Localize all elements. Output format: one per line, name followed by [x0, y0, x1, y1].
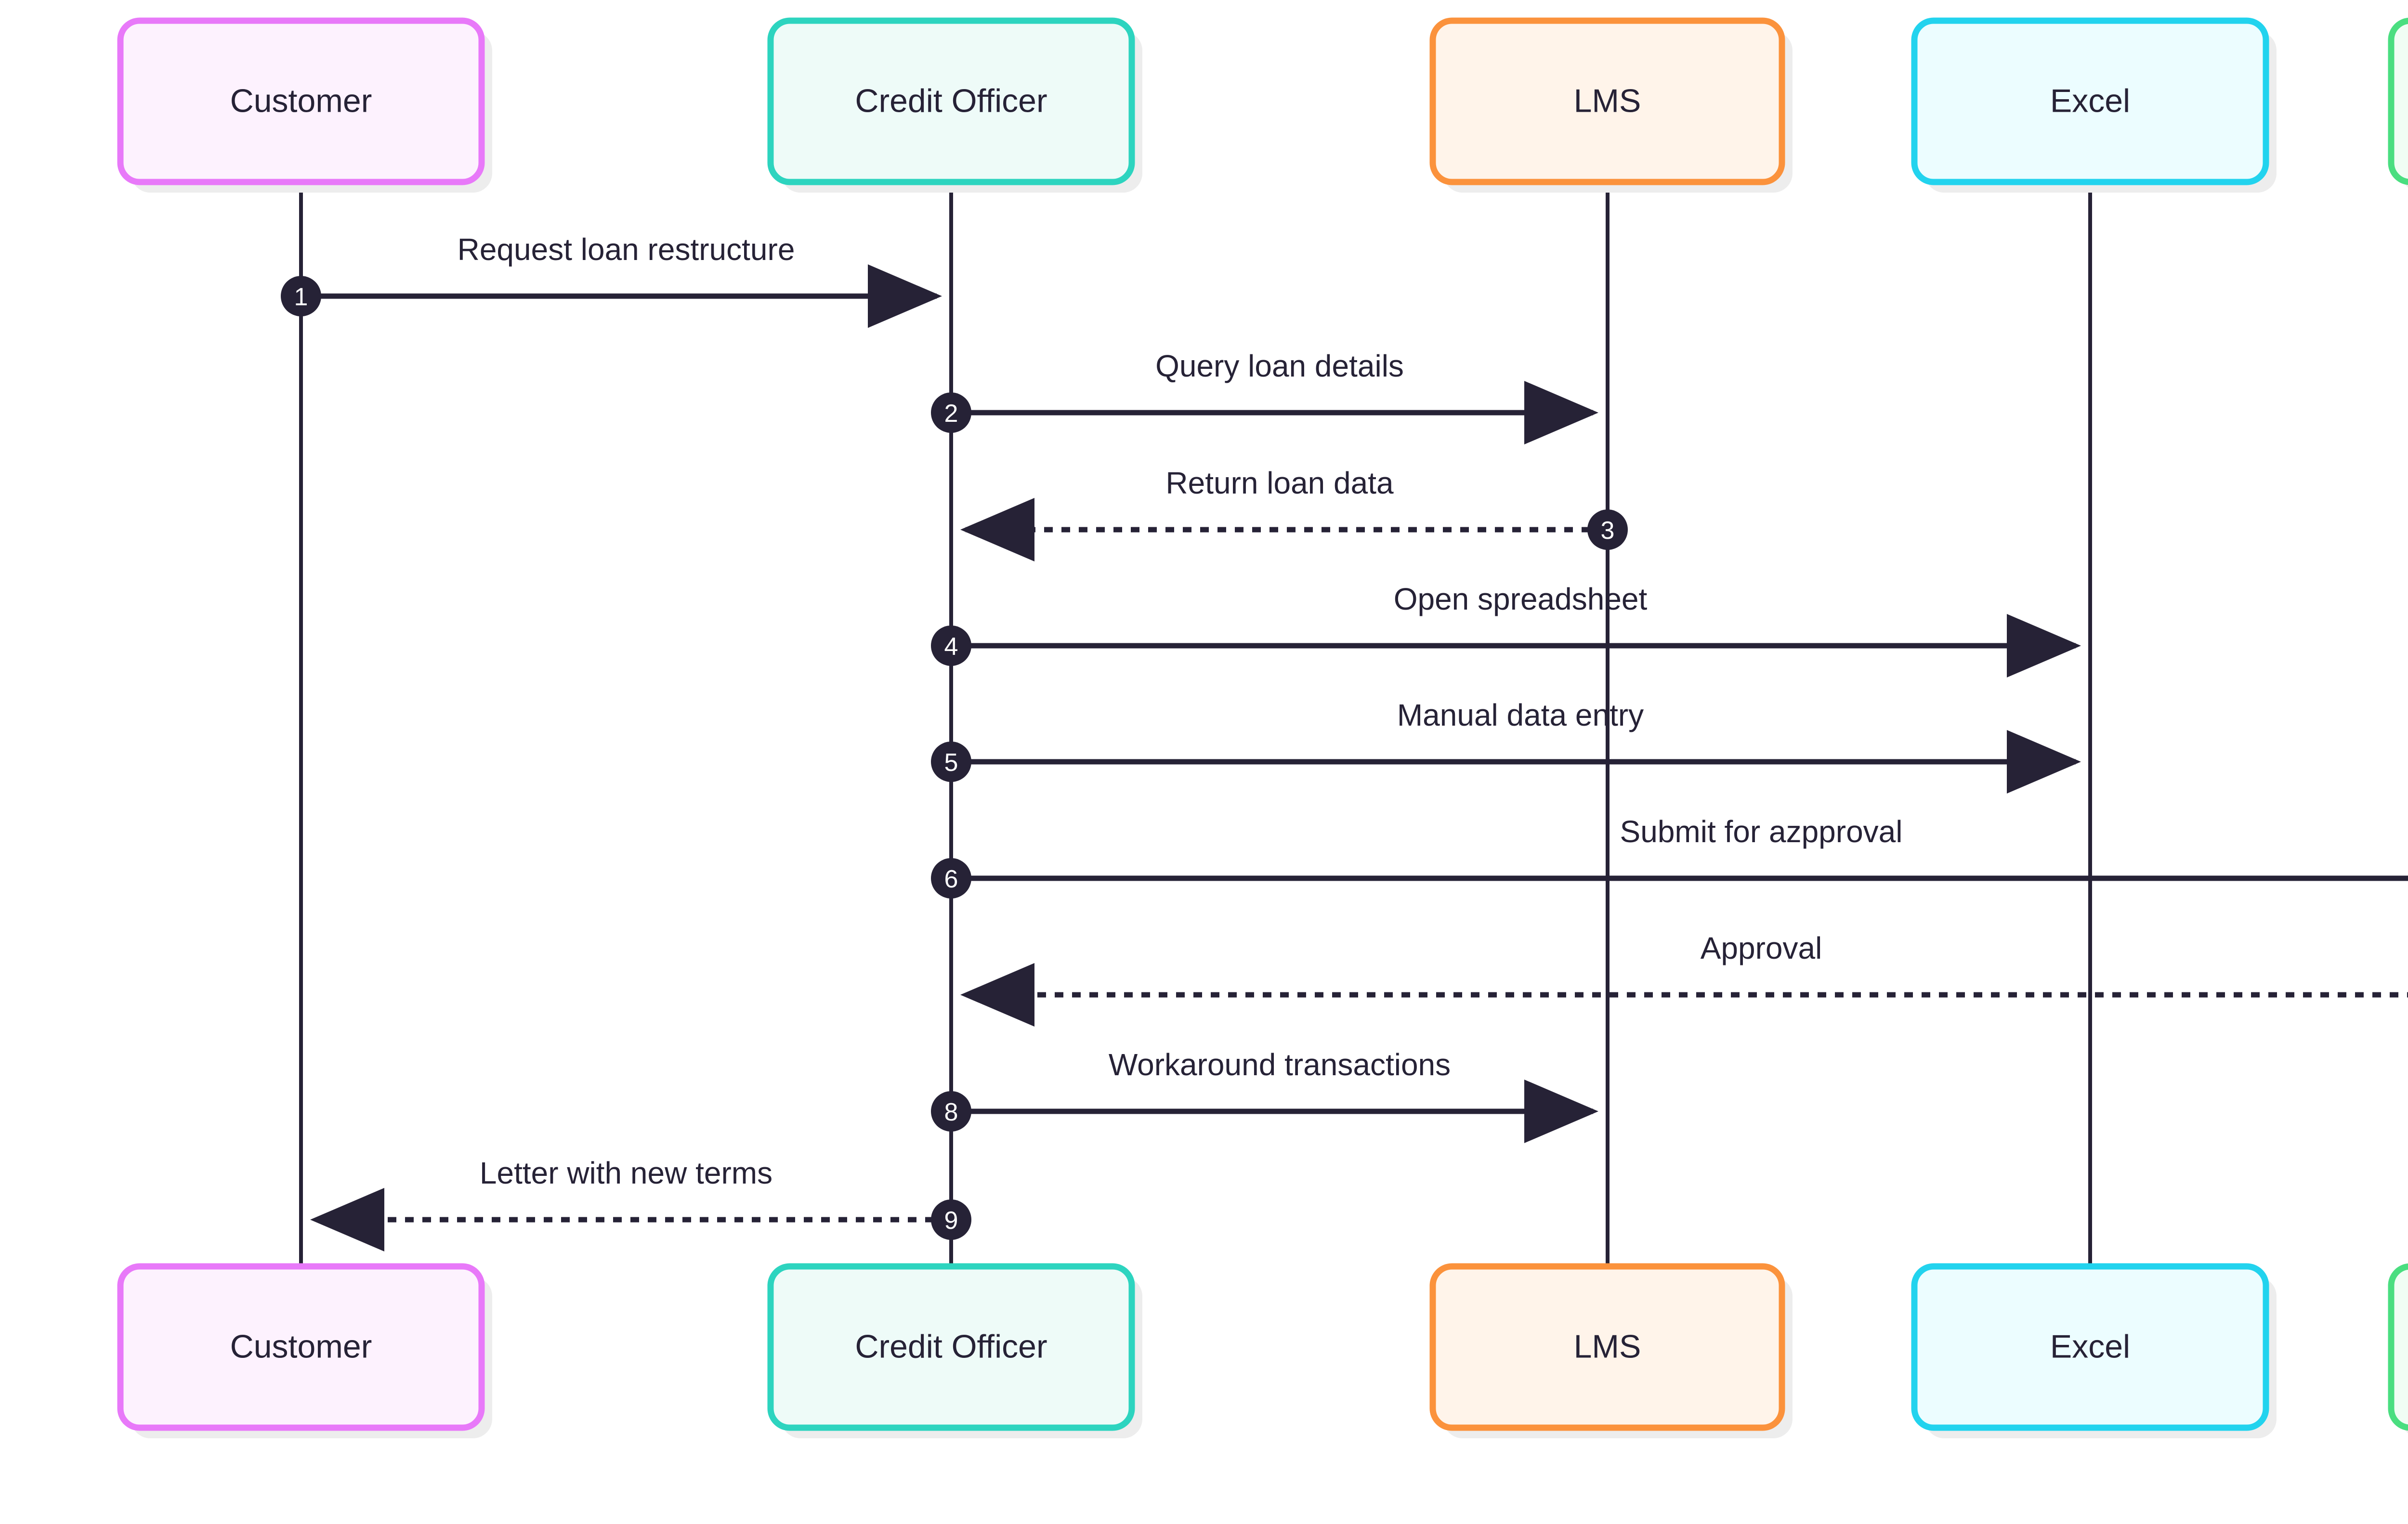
sequence-badge-6[interactable]	[931, 858, 971, 899]
message-9[interactable]: Letter with new terms 9	[310, 1156, 971, 1251]
message-label-2: Query loan details	[1155, 349, 1404, 383]
sequence-badge-9[interactable]	[931, 1199, 971, 1240]
sequence-badge-2[interactable]	[931, 392, 971, 433]
participant-label-credit-officer: Credit Officer	[855, 1328, 1047, 1365]
message-4[interactable]: Open spreadsheet 4	[931, 582, 2081, 677]
message-3[interactable]: Return loan data 3	[960, 466, 1628, 561]
participant-excel-top[interactable]: Excel	[1911, 17, 2277, 193]
sequence-number-8: 8	[944, 1098, 958, 1126]
participant-credit-officer-top[interactable]: Credit Officer	[767, 17, 1142, 193]
sequence-number-1: 1	[294, 283, 308, 311]
participant-box[interactable]	[1911, 17, 2269, 185]
message-label-3: Return loan data	[1165, 466, 1394, 500]
participant-label-excel: Excel	[2050, 82, 2130, 119]
lifelines-layer	[299, 182, 2092, 1266]
participant-credit-officer-bottom[interactable]: Credit Officer	[767, 1263, 1142, 1438]
participant-label-credit-officer: Credit Officer	[855, 82, 1047, 119]
sequence-number-2: 2	[944, 400, 958, 428]
sequence-badge-8[interactable]	[931, 1091, 971, 1132]
sequence-number-9: 9	[944, 1207, 958, 1235]
message-7[interactable]: Approval7	[960, 931, 2408, 1027]
message-2[interactable]: Query loan details 2	[931, 349, 1598, 444]
sequence-badge-3[interactable]	[1587, 509, 1628, 550]
sequence-number-5: 5	[944, 749, 958, 777]
sequence-badge-1[interactable]	[281, 276, 321, 316]
participant-label-lms: LMS	[1574, 82, 1641, 119]
message-label-7: Approval	[1701, 931, 1822, 965]
participant-label-customer: Customer	[230, 1328, 372, 1365]
sequence-number-6: 6	[944, 865, 958, 893]
message-1[interactable]: Request loan restructure 1	[281, 232, 942, 328]
message-label-4: Open spreadsheet	[1394, 582, 1648, 616]
sequence-number-4: 4	[944, 633, 958, 661]
message-5[interactable]: Manual data entry 5	[931, 698, 2081, 794]
participant-excel-bottom[interactable]: Excel	[1911, 1263, 2277, 1438]
participant-lms-top[interactable]: LMS	[1429, 17, 1793, 193]
sequence-number-3: 3	[1601, 517, 1615, 545]
participant-customer-bottom[interactable]: Customer	[117, 1263, 492, 1438]
participant-label-excel: Excel	[2050, 1328, 2130, 1365]
participant-customer-top[interactable]: Customer	[117, 17, 492, 193]
participant-box[interactable]	[117, 1263, 485, 1431]
sequence-badge-4[interactable]	[931, 625, 971, 666]
participant-box[interactable]	[2388, 1263, 2408, 1431]
message-label-9: Letter with new terms	[480, 1156, 772, 1190]
participant-box[interactable]	[1911, 1263, 2269, 1431]
message-6[interactable]: Submit for azpproval 6	[931, 814, 2408, 899]
participant-label-customer: Customer	[230, 82, 372, 119]
participant-box[interactable]	[117, 17, 485, 185]
message-label-8: Workaround transactions	[1109, 1047, 1451, 1082]
participant-label-lms: LMS	[1574, 1328, 1641, 1365]
message-label-6: Submit for azpproval	[1620, 814, 1903, 849]
message-label-1: Request loan restructure	[458, 232, 795, 267]
participant-box[interactable]	[1429, 17, 1785, 185]
participant-box[interactable]	[767, 17, 1135, 185]
participant-lms-bottom[interactable]: LMS	[1429, 1263, 1793, 1438]
participant-box[interactable]	[767, 1263, 1135, 1431]
participant-box[interactable]	[1429, 1263, 1785, 1431]
participant-box[interactable]	[2388, 17, 2408, 185]
message-label-5: Manual data entry	[1397, 698, 1644, 732]
participant-risk-manager-top[interactable]: Risk Manager	[2388, 17, 2408, 193]
message-8[interactable]: Workaround transactions 8	[931, 1047, 1598, 1143]
sequence-badge-5[interactable]	[931, 742, 971, 782]
participant-risk-manager-bottom[interactable]: Risk Manager	[2388, 1263, 2408, 1438]
